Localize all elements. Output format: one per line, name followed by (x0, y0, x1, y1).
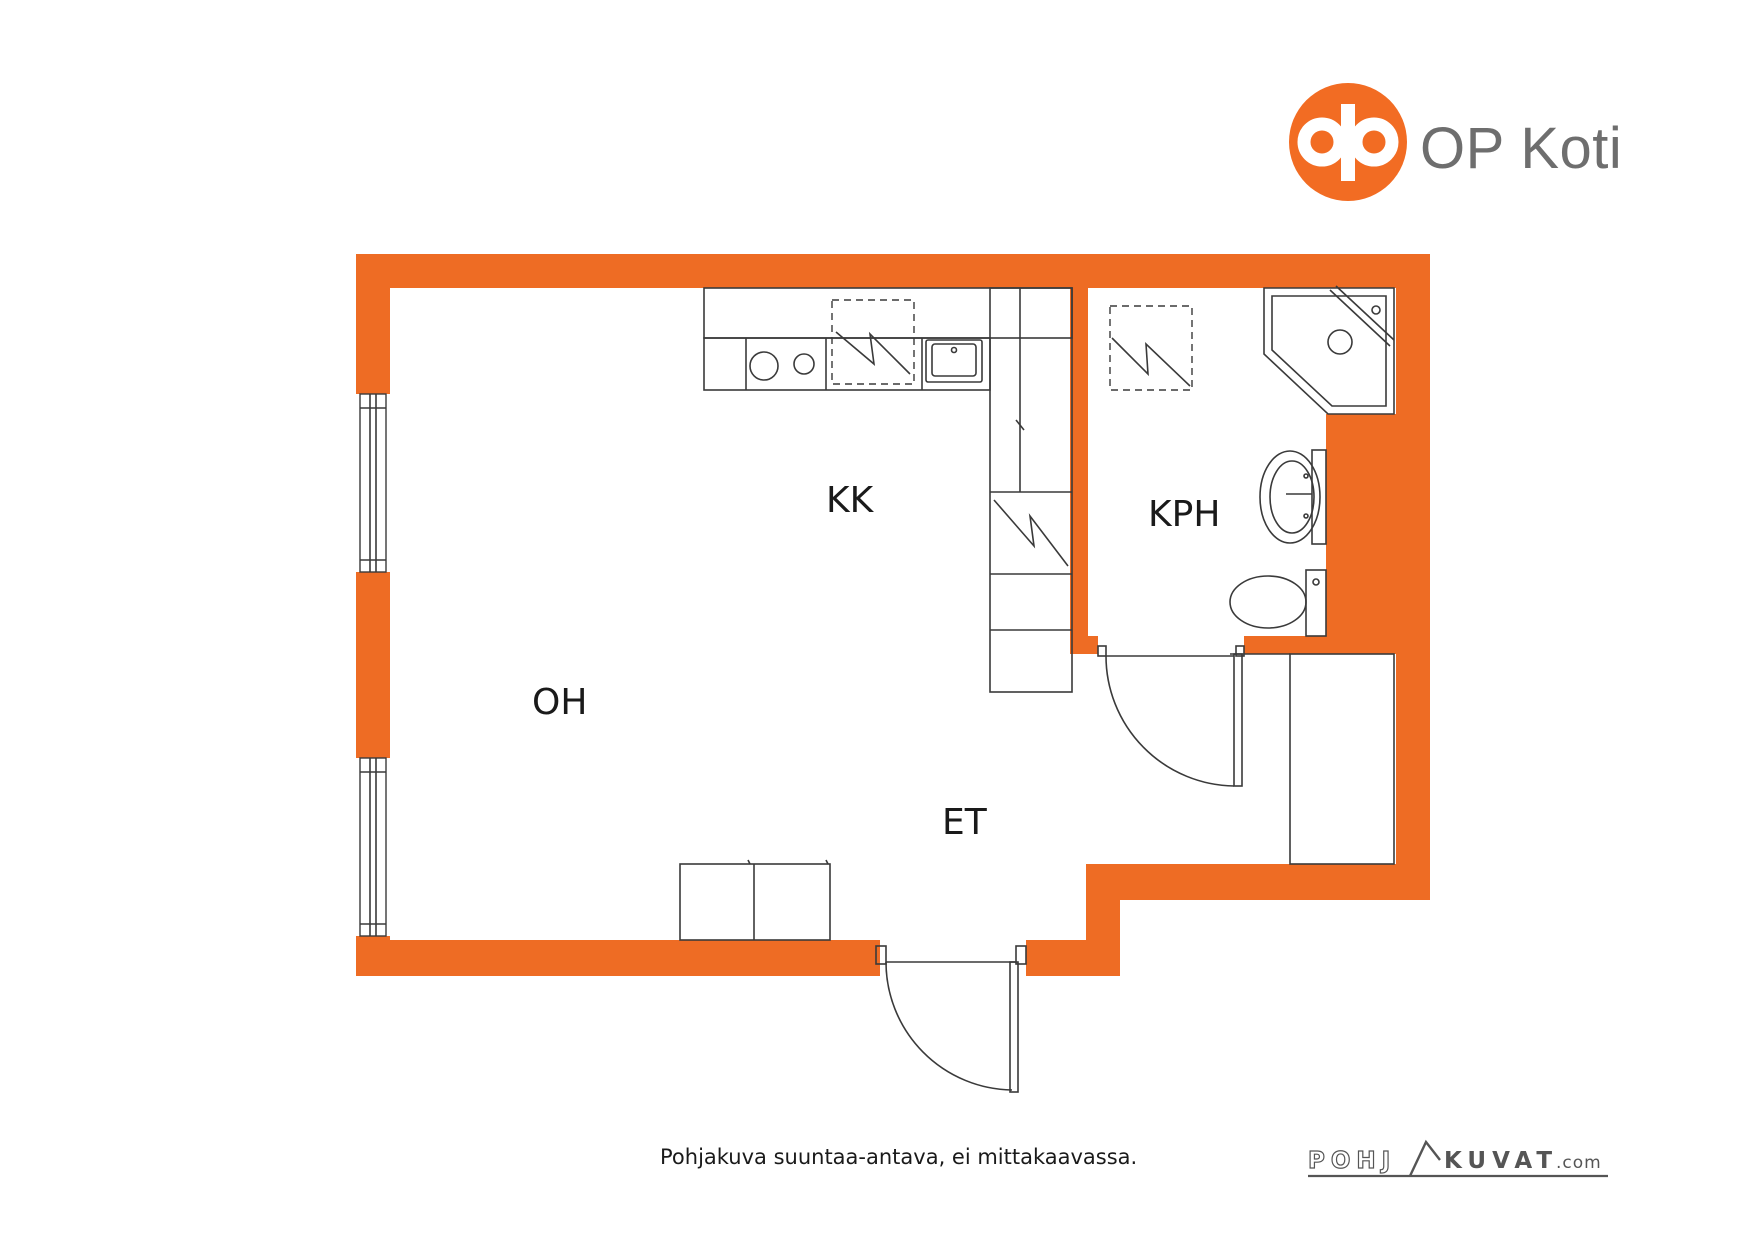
wall-bathroom-right-block (1326, 414, 1396, 654)
shower-corner (1263, 285, 1395, 415)
wall-bathroom-left (1070, 254, 1088, 654)
fridge-icon (831, 299, 915, 385)
entrance-door (875, 945, 1027, 1093)
pohjakuvat-logo-left: POHJ (1308, 1148, 1396, 1174)
wall-bottom-left (356, 940, 880, 976)
window-left-lower (359, 757, 387, 937)
kitchen-counter (703, 287, 1073, 391)
wall-top (356, 254, 1430, 288)
pohjakuvat-logo-right: KUVAT (1444, 1148, 1558, 1174)
op-logo-stem (1341, 104, 1355, 181)
wall-left-middle (356, 572, 390, 758)
sink-icon (925, 339, 983, 383)
wall-bathroom-bottom-left (1070, 636, 1098, 654)
brand-name: OP Koti (1420, 116, 1622, 181)
wall-right (1396, 254, 1430, 900)
room-label-oh: OH (532, 682, 587, 723)
kitchen-tall-cabinets (989, 287, 1073, 693)
room-label-kph: KPH (1148, 494, 1220, 535)
disclaimer-text: Pohjakuva suuntaa-antava, ei mittakaavas… (660, 1145, 1137, 1169)
room-label-et: ET (942, 802, 988, 843)
op-logo-left-ring (1297, 117, 1347, 167)
washing-machine-icon (1109, 305, 1193, 391)
bathroom-door (1097, 645, 1245, 787)
low-cabinet (679, 859, 831, 941)
toilet-icon (1229, 569, 1327, 637)
pohjakuvat-logo: POHJ KUVAT .com (1307, 1139, 1608, 1178)
washbasin-icon (1259, 449, 1327, 545)
pohjakuvat-logo-domain: .com (1556, 1153, 1602, 1173)
wall-alcove-top (1086, 864, 1430, 900)
wardrobe-alcove (1230, 653, 1395, 865)
op-logo-right-ring (1349, 117, 1399, 167)
window-left-upper (359, 393, 387, 573)
stove-icon (749, 351, 815, 381)
op-logo (1289, 83, 1407, 201)
wall-bottom-right (1026, 940, 1120, 976)
room-label-kk: KK (826, 480, 875, 521)
wall-left-upper (356, 254, 390, 394)
freezer-icon (993, 499, 1069, 567)
walls (356, 254, 1430, 976)
